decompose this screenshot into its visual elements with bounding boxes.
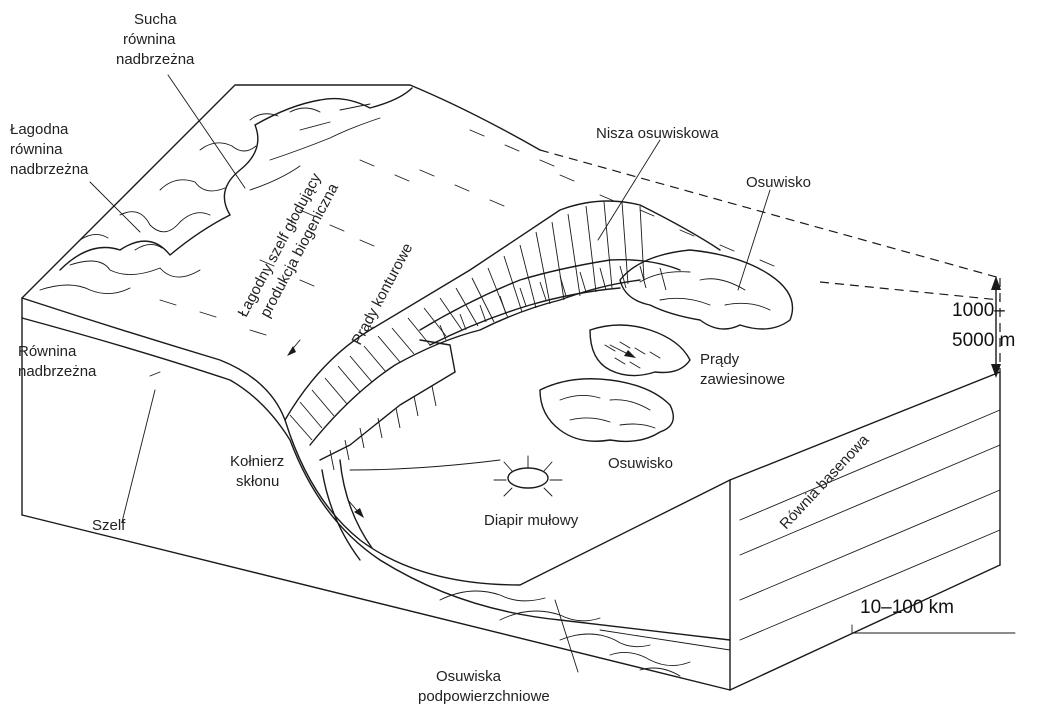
label-nisza: Nisza osuwiskowa (596, 125, 719, 142)
label-osuwisko-top: Osuwisko (746, 174, 811, 191)
coastal-plain-texture (40, 88, 412, 294)
label-lagodna-1: Łagodna (10, 121, 69, 138)
depth-scale: 1000– 5000 m (952, 276, 1015, 378)
label-shelf-text: Łagodny szelf głodujący produkcja biogen… (235, 170, 343, 329)
depth-scale-label-2: 5000 m (952, 330, 1015, 351)
label-prady-zawiesinowe-2: zawiesinowe (700, 371, 785, 388)
label-rownina-1: Równina (18, 343, 77, 360)
mud-diapir (494, 456, 562, 496)
label-lagodna-2: równina (10, 141, 63, 158)
current-arrows (287, 340, 636, 518)
label-sucha: Sucha równina nadbrzeżna (116, 11, 195, 68)
label-prady-zawiesinowe: Prądy zawiesinowe (700, 351, 785, 388)
label-kolnierz: Kołnierz skłonu (230, 453, 284, 490)
label-lagodna-3: nadbrzeżna (10, 161, 89, 178)
label-lagodna: Łagodna równina nadbrzeżna (10, 121, 89, 178)
label-sucha-2: równina (123, 31, 176, 48)
label-sucha-1: Sucha (134, 11, 177, 28)
slope-escarpment (285, 201, 720, 560)
label-sucha-3: nadbrzeżna (116, 51, 195, 68)
label-kolnierz-1: Kołnierz (230, 453, 284, 470)
label-rownia: Równia basenowa (776, 431, 872, 533)
label-osuwiska-podp-2: podpowierzchniowe (418, 688, 550, 705)
label-rownina: Równina nadbrzeżna (18, 343, 97, 380)
horizontal-scale: 10–100 km (852, 597, 1015, 633)
depth-scale-label-1: 1000– (952, 300, 1005, 321)
label-osuwiska-podp-1: Osuwiska (436, 668, 502, 685)
label-osuwisko-bottom: Osuwisko (608, 455, 673, 472)
horizontal-scale-label: 10–100 km (860, 597, 954, 618)
label-szelf: Szelf (92, 517, 126, 534)
label-osuwiska-podp: Osuwiska podpowierzchniowe (418, 668, 550, 705)
label-kolnierz-2: skłonu (236, 473, 279, 490)
label-prady-konturowe: Prądy konturowe (349, 241, 417, 348)
channel-arrowhead (354, 508, 364, 518)
turbidity-current-arrowhead (624, 350, 636, 358)
label-diapir: Diapir mułowy (484, 512, 579, 529)
label-rownina-2: nadbrzeżna (18, 363, 97, 380)
contour-current-arrowhead (287, 346, 296, 356)
label-prady-zawiesinowe-1: Prądy (700, 351, 740, 368)
leader-lines (90, 75, 770, 672)
